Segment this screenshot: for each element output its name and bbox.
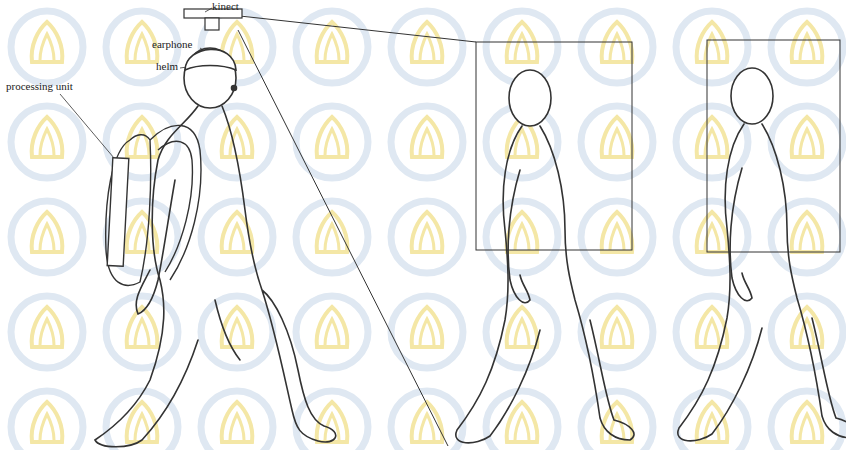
leader-line: [205, 8, 212, 12]
backpack-strap: [158, 141, 192, 272]
body-front: [762, 124, 846, 438]
arm: [730, 168, 752, 301]
leader-line: [60, 94, 114, 158]
view-line: [238, 30, 448, 446]
wearer-figure: [95, 48, 336, 447]
body-back: [678, 124, 762, 441]
helmet: [185, 49, 236, 70]
body-back: [456, 126, 540, 443]
head: [731, 68, 773, 124]
walker-figure: [456, 70, 634, 443]
backpack-shell: [106, 135, 151, 286]
leg-line: [215, 300, 240, 360]
body-front: [222, 106, 336, 442]
part-label: processing unit: [6, 80, 73, 92]
body-front: [540, 126, 634, 440]
detection-box: [476, 42, 632, 250]
arm: [508, 170, 530, 303]
processing-unit: [107, 158, 129, 267]
kinect-mount: [205, 18, 219, 30]
view-line: [240, 16, 476, 42]
backpack-strap: [150, 125, 201, 280]
part-label: kinect: [212, 0, 239, 12]
walker-figure: [678, 68, 846, 441]
head: [184, 48, 236, 108]
arm: [136, 180, 175, 314]
part-label: helm: [156, 60, 178, 72]
eye: [232, 86, 237, 91]
body-back: [95, 106, 198, 447]
kinect-device: [184, 9, 242, 30]
backpack: [106, 125, 201, 285]
head: [509, 70, 551, 126]
part-label: earphone: [152, 38, 192, 50]
